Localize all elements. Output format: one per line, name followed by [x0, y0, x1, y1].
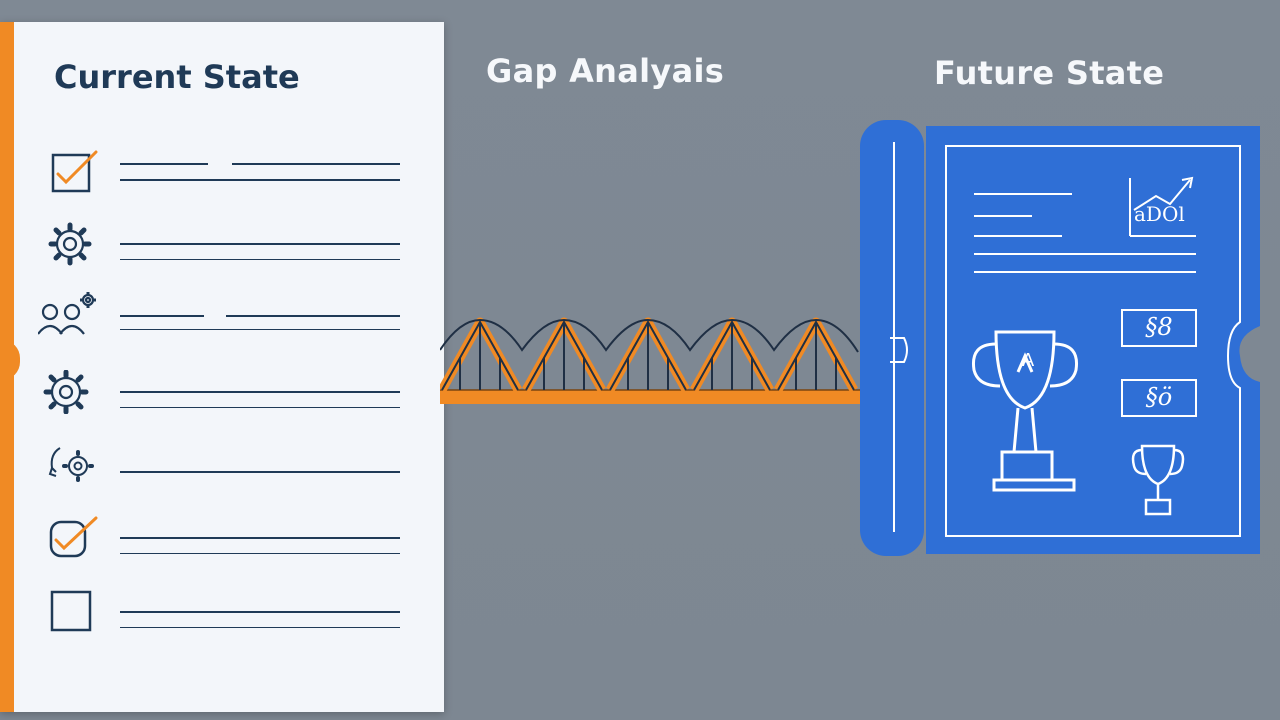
checked-circle-icon — [49, 516, 98, 558]
badge-top-label: §8 — [1145, 313, 1173, 341]
current-state-title: Current State — [54, 58, 300, 96]
badge-top-box — [1121, 309, 1197, 347]
team-gear-icon — [38, 292, 96, 335]
checked-box-icon — [51, 150, 98, 193]
placeholder-lines — [120, 315, 400, 330]
placeholder-lines — [120, 537, 400, 554]
trophy-small-icon — [1131, 444, 1185, 516]
gear-icon — [48, 222, 92, 266]
placeholder-lines — [120, 391, 400, 408]
empty-box-icon — [50, 590, 92, 632]
badge-bottom-box — [1121, 379, 1197, 417]
future-state-blueprint — [860, 120, 1260, 556]
bridge-icon — [440, 317, 860, 404]
gear-icon — [43, 370, 89, 414]
list-item — [38, 590, 408, 634]
placeholder-lines — [120, 611, 400, 628]
gap-analysis-title: Gap Analyais — [486, 52, 725, 90]
badge-bottom-label: §ö — [1145, 383, 1173, 411]
list-item — [38, 516, 408, 560]
chart-icon-text: aDOl — [1134, 202, 1185, 226]
list-item — [38, 370, 408, 414]
trophy-large-icon — [971, 330, 1079, 492]
placeholder-lines — [120, 163, 400, 181]
current-state-accent-tab — [2, 340, 20, 380]
list-item — [38, 444, 408, 488]
placeholder-lines — [120, 471, 400, 473]
idea-gear-icon — [48, 447, 94, 482]
list-item — [38, 292, 408, 336]
placeholder-lines — [120, 243, 400, 260]
current-state-card — [0, 22, 444, 712]
growth-chart-icon — [1129, 176, 1196, 237]
list-item — [38, 150, 408, 194]
trophy-letter: A — [1021, 350, 1035, 371]
list-item — [38, 222, 408, 266]
future-state-title: Future State — [934, 54, 1165, 92]
